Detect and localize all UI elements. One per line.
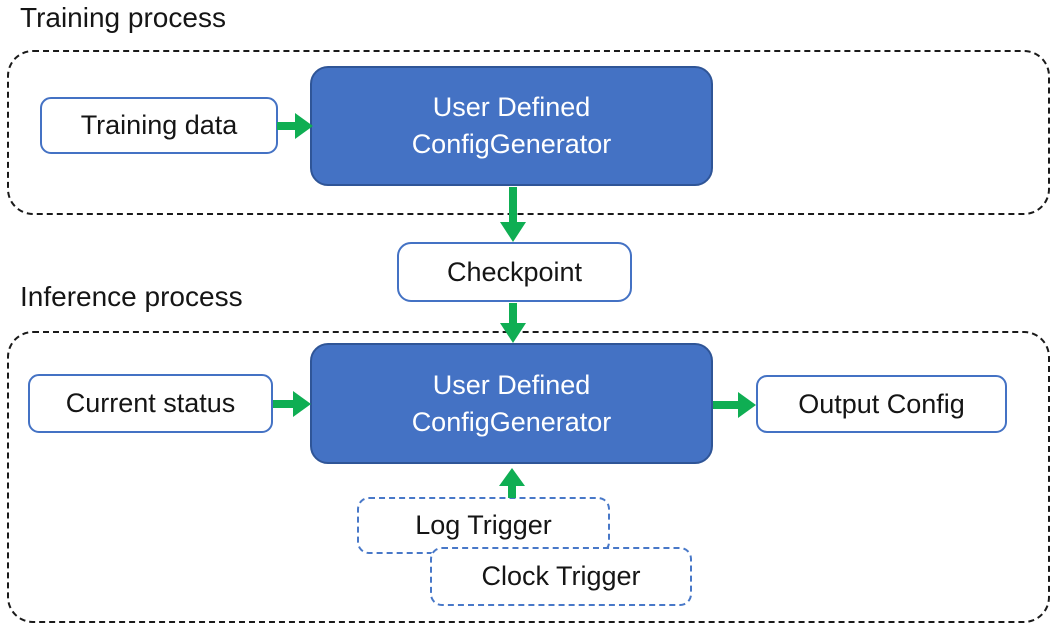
inference-config-generator-node: User Defined ConfigGenerator bbox=[310, 343, 713, 464]
inference-process-container bbox=[7, 331, 1050, 623]
arrow-down-checkpoint-to-generator-icon bbox=[500, 303, 526, 343]
log-trigger-node: Log Trigger bbox=[357, 497, 610, 554]
current-status-node: Current status bbox=[28, 374, 273, 433]
current-status-label: Current status bbox=[65, 388, 236, 418]
arrow-right-generator-to-output-icon bbox=[713, 392, 756, 418]
clock-trigger-label: Clock Trigger bbox=[481, 561, 641, 591]
training-process-label: Training process bbox=[20, 2, 226, 33]
arrow-up-trigger-to-generator-icon bbox=[499, 468, 525, 498]
checkpoint-label: Checkpoint bbox=[446, 256, 583, 287]
inference-process-label: Inference process bbox=[20, 281, 243, 312]
arrow-down-generator-to-checkpoint-icon bbox=[500, 187, 526, 242]
clock-trigger-node: Clock Trigger bbox=[430, 547, 692, 606]
inference-generator-line2: ConfigGenerator bbox=[411, 406, 612, 437]
training-data-label: Training data bbox=[80, 110, 238, 140]
training-generator-line1: User Defined bbox=[432, 92, 591, 122]
inference-generator-line1: User Defined bbox=[432, 369, 591, 400]
training-config-generator-node: User Defined ConfigGenerator bbox=[310, 66, 713, 186]
output-config-label: Output Config bbox=[798, 388, 965, 419]
training-generator-line2: ConfigGenerator bbox=[411, 129, 612, 159]
training-process-container bbox=[7, 50, 1050, 215]
checkpoint-node: Checkpoint bbox=[397, 242, 632, 302]
training-data-node: Training data bbox=[40, 97, 278, 154]
log-trigger-label: Log Trigger bbox=[415, 510, 552, 540]
output-config-node: Output Config bbox=[756, 375, 1007, 433]
arrow-right-training-data-to-generator-icon bbox=[277, 113, 313, 139]
arrow-right-current-status-to-generator-icon bbox=[273, 391, 311, 417]
